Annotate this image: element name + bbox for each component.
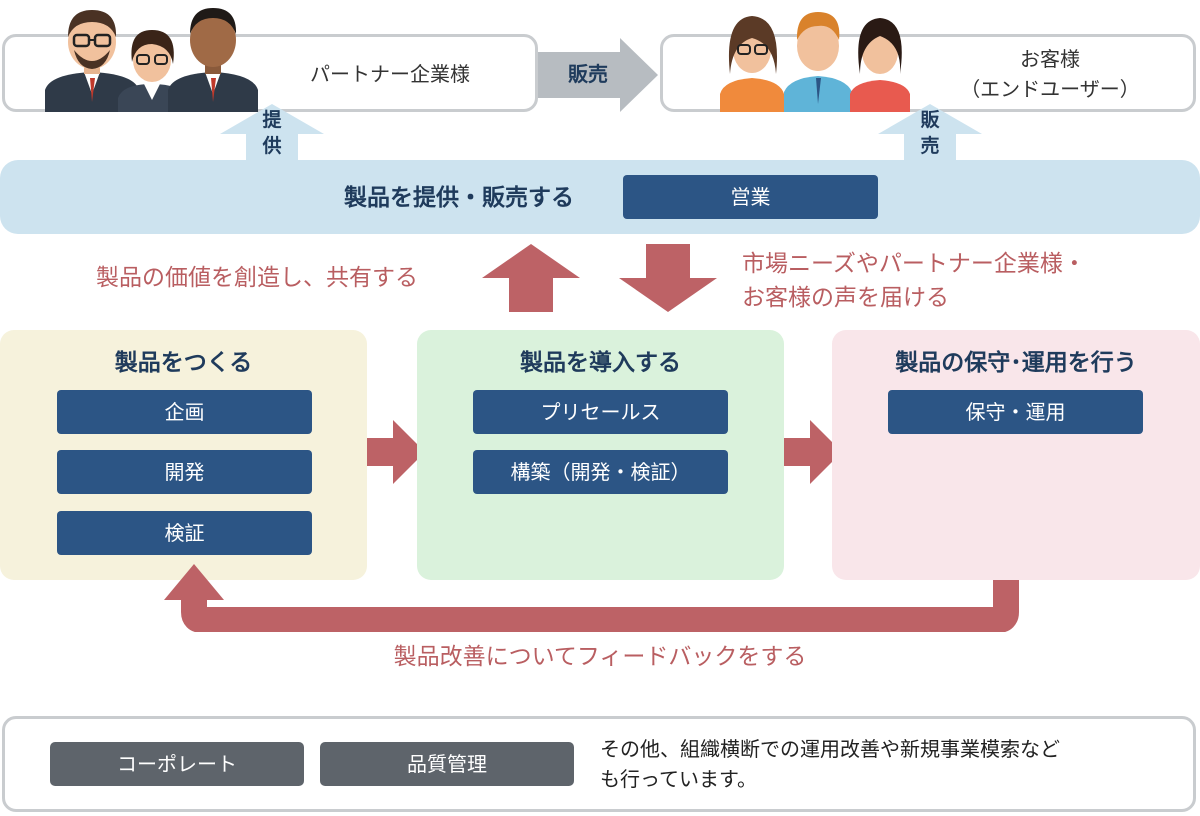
make-to-deploy-arrow	[367, 420, 425, 484]
stage-make-item-dev: 開発	[57, 450, 312, 494]
corporate-pill: コーポレート	[50, 742, 304, 786]
partner-people-illustration	[45, 8, 258, 112]
other-activities-line1: その他、組織横断での運用改善や新規事業模索など	[600, 737, 1060, 761]
customer-person-1	[720, 16, 784, 112]
sell-up-char-1: 販	[920, 109, 940, 131]
stage-operate-item-maintenance: 保守・運用	[888, 390, 1143, 434]
sales-bar-title: 製品を提供・販売する	[344, 185, 574, 211]
provide-char-1: 提	[262, 109, 282, 131]
stage-operate-box	[832, 330, 1200, 580]
stage-make-item-plan: 企画	[57, 390, 312, 434]
customer-label-line2: （エンドユーザー）	[960, 77, 1140, 101]
customer-person-2	[784, 12, 852, 112]
stage-deploy-item-build: 構築（開発・検証）	[473, 450, 728, 494]
sell-arrow	[538, 38, 658, 112]
voice-text-line2: お客様の声を届ける	[742, 285, 949, 311]
feedback-loop-arrow	[164, 564, 1019, 632]
deploy-to-operate-arrow	[784, 420, 842, 484]
sell-up-char-2: 売	[920, 135, 940, 157]
voice-text-line1: 市場ニーズやパートナー企業様・	[742, 251, 1086, 277]
value-up-arrow	[482, 244, 580, 312]
partner-person-3	[168, 8, 258, 112]
customer-person-3	[850, 18, 910, 112]
stage-deploy-item-presales: プリセールス	[473, 390, 728, 434]
sell-arrow-label: 販売	[568, 62, 608, 86]
partner-person-2	[118, 30, 186, 112]
stage-make-title: 製品をつくる	[114, 350, 253, 376]
feedback-text: 製品改善についてフィードバックをする	[393, 644, 807, 670]
partner-label: パートナー企業様	[310, 62, 470, 86]
provide-char-2: 供	[262, 135, 282, 157]
voice-down-arrow	[619, 244, 717, 312]
provide-up-arrow	[220, 104, 324, 164]
value-text: 製品の価値を創造し、共有する	[96, 265, 418, 291]
other-activities-line2: も行っています。	[600, 767, 757, 791]
partner-person-1	[45, 10, 139, 112]
sales-bar	[0, 160, 1200, 234]
stage-make-item-verify: 検証	[57, 511, 312, 555]
sell-up-arrow	[878, 104, 982, 164]
sales-pill: 営業	[623, 175, 878, 219]
quality-pill: 品質管理	[320, 742, 574, 786]
stage-operate-title: 製品の保守･運用を行う	[895, 350, 1137, 376]
customer-label-line1: お客様	[1020, 47, 1080, 71]
stage-deploy-title: 製品を導入する	[520, 350, 681, 376]
customer-people-illustration	[720, 12, 910, 112]
